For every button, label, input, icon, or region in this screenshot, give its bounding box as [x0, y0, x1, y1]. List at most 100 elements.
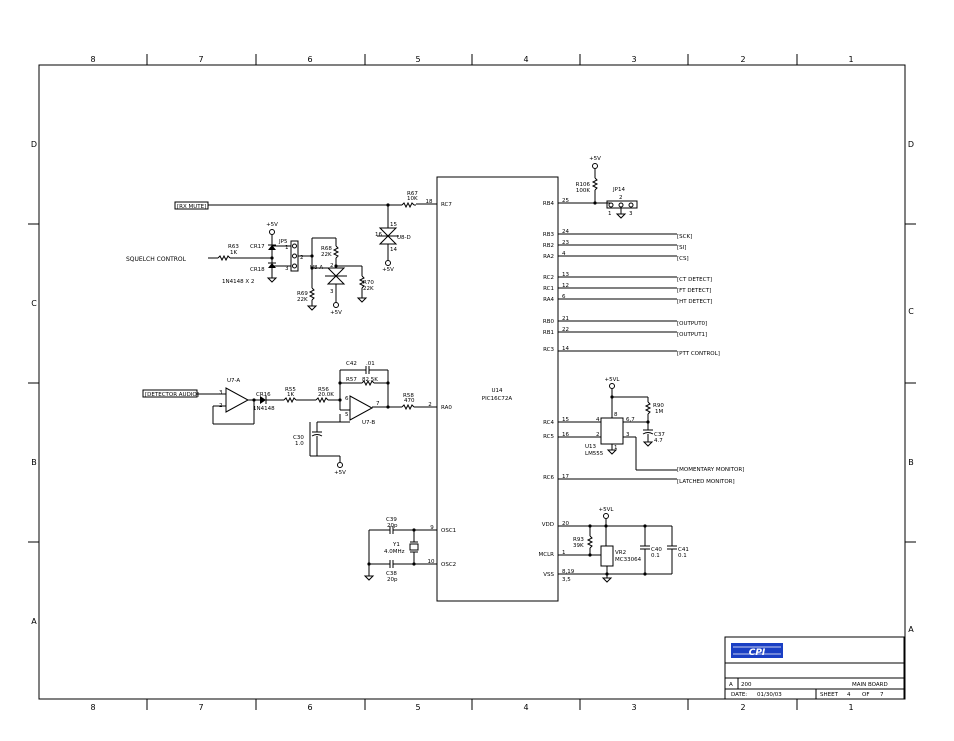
net-label: [FT DETECT] [677, 288, 711, 294]
top-column-ticks [28, 54, 916, 710]
u7b-pin: 6 [345, 396, 349, 402]
diode-note: 1N4148 X 2 [222, 279, 254, 285]
row-label-left: C [31, 299, 37, 308]
date-value: 01/30/03 [757, 692, 782, 698]
col-label-bottom: 5 [415, 703, 420, 712]
jp5-pin: 1 [285, 245, 289, 251]
c42-val: .01 [366, 361, 375, 367]
net-label: [SI] [677, 245, 686, 251]
col-label-bottom: 4 [523, 703, 528, 712]
supply-label: +5V [589, 156, 601, 162]
c39-val: 20p [387, 523, 398, 529]
supply-label: +5V [330, 310, 342, 316]
pin-number: 1 [562, 550, 566, 556]
pin-number: 4 [562, 251, 566, 257]
u13-pin: 2 [596, 432, 600, 438]
row-label-left: B [31, 458, 37, 467]
col-label-top: 6 [307, 55, 312, 64]
sheet-total: 7 [880, 692, 884, 698]
squelch-circuit [208, 229, 368, 311]
u13-val: LM555 [585, 451, 604, 457]
pin-name: RC5 [543, 434, 554, 440]
u7a-pin: 2 [219, 403, 223, 409]
u13-pin: 3 [626, 432, 630, 438]
pin-name: RC2 [543, 275, 554, 281]
r93-val: 39K [573, 543, 584, 549]
r68-val: 22K [321, 252, 332, 258]
jp5-pin: 3 [285, 266, 289, 272]
u7b-pin: 7 [376, 401, 380, 407]
net-label: [CT DETECT] [677, 277, 712, 283]
pin-name: RB2 [543, 243, 554, 249]
pin-number: 16 [562, 432, 569, 438]
net-label: [DETECTOR AUDIO] [145, 392, 199, 398]
r58-val: 470 [404, 398, 415, 404]
col-label-bottom: 1 [848, 703, 853, 712]
pin-name: OSC2 [441, 562, 456, 568]
pin-name: MCLR [539, 552, 555, 558]
pin-number: 12 [562, 283, 569, 289]
pin-name: RB3 [543, 232, 555, 238]
u8a-ref: U8-A [310, 265, 323, 271]
u7a-pin: 3 [219, 390, 223, 396]
vr2-val: MC33064 [615, 557, 642, 563]
date-label: DATE: [731, 692, 747, 698]
col-label-top: 7 [198, 55, 203, 64]
pin-name: RC7 [441, 202, 452, 208]
pin-number: 20 [562, 521, 569, 527]
col-label-bottom: 8 [90, 703, 95, 712]
pin-name: RB4 [543, 201, 555, 207]
r63-ref: R63 [228, 244, 239, 250]
col-label-top: 1 [848, 55, 853, 64]
col-label-top: 3 [631, 55, 636, 64]
net-label: [MOMENTARY MONITOR] [677, 467, 744, 473]
jp14-pin: 2 [619, 195, 623, 201]
u7b-ref: U7-B [362, 420, 375, 426]
r69-ref: R69 [297, 291, 308, 297]
col-label-top: 8 [90, 55, 95, 64]
pin-name: VSS [543, 572, 554, 578]
r67-ref: R67 [407, 191, 418, 197]
pin-number: 14 [562, 346, 569, 352]
row-label-right: C [908, 307, 914, 316]
pin-name: RB0 [543, 319, 555, 325]
jp5-ref: JP5 [278, 239, 288, 245]
net-label: [LATCHED MONITOR] [677, 479, 735, 485]
pin-name: RC3 [543, 347, 554, 353]
jp14-pin: 3 [629, 211, 633, 217]
u8a-pin: 3 [330, 289, 334, 295]
supply-label: +5V [334, 470, 346, 476]
row-label-right: D [908, 140, 914, 149]
logo-text: CPI [749, 648, 766, 658]
c42-ref: C42 [346, 361, 357, 367]
pin-number: 25 [562, 198, 569, 204]
r93-ref: R93 [573, 537, 584, 543]
c30-val: 1.0 [295, 441, 304, 447]
of-label: OF [862, 692, 870, 698]
u8d-pin: 15 [390, 222, 397, 228]
crystal-oscillator [363, 526, 419, 581]
c39-ref: C39 [386, 517, 397, 523]
r63-val: 1K [230, 250, 237, 256]
pin-name: VDD [542, 522, 554, 528]
r55-ref: R55 [285, 387, 296, 393]
u7a-ref: U7-A [227, 378, 240, 384]
supply-label: +5VL [599, 507, 615, 513]
r106-ref: R106 [576, 182, 591, 188]
pin-number: 2 [428, 402, 432, 408]
pin-name: RA0 [441, 405, 452, 411]
col-label-top: 2 [740, 55, 745, 64]
pin-name: RB1 [543, 330, 554, 336]
title-size: A [729, 682, 733, 688]
pin-name: OSC1 [441, 528, 456, 534]
vr2-ref: VR2 [615, 550, 626, 556]
net-label: [PTT CONTROL] [677, 351, 720, 357]
r57-val: 82.5K [362, 377, 378, 383]
title-block [724, 636, 905, 700]
supply-label: +5V [382, 267, 394, 273]
y1-val: 4.0MHz [384, 549, 405, 555]
col-label-bottom: 6 [307, 703, 312, 712]
r58-ref: R58 [403, 393, 414, 399]
row-label-left: A [31, 617, 37, 626]
